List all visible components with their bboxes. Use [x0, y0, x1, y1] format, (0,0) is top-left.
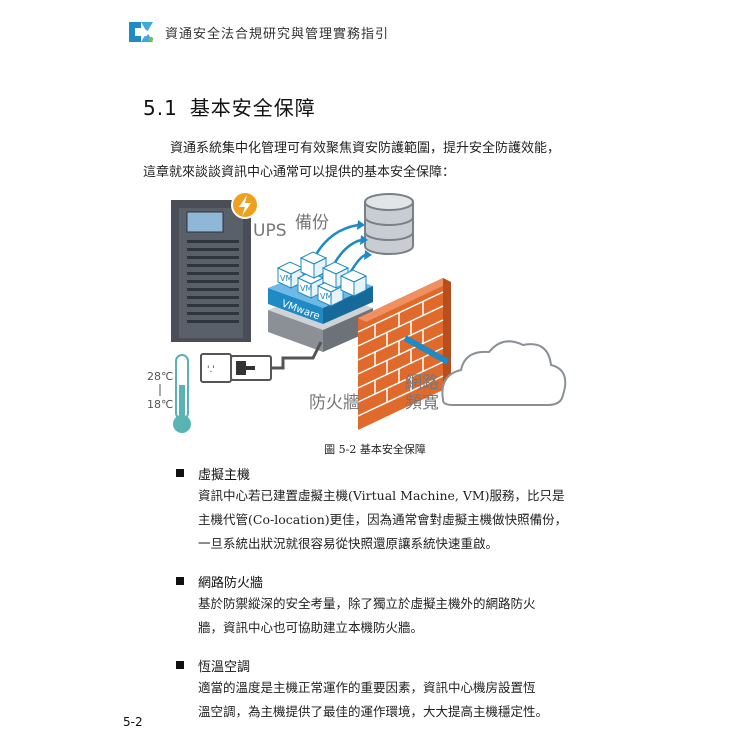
bullet-heading: 網路防火牆 [176, 570, 576, 592]
bullet-line: 資訊中心若已建置虛擬主機(Virtual Machine, VM)服務，比只是 [198, 488, 565, 503]
running-header: 資通安全法合規研究與管理實務指引 [126, 19, 389, 45]
outlet-slots: '.' [207, 365, 215, 375]
bullet-item: 恆溫空調 適當的溫度是主機正常運作的重要因素，資訊中心機房設置恆 溫空調，為主機… [176, 654, 576, 724]
bullet-title: 恆溫空調 [198, 659, 251, 675]
figure-illustration: UPS 備份 [147, 191, 567, 433]
bullet-line: 適當的溫度是主機正常運作的重要因素，資訊中心機房設置恆 [198, 680, 536, 695]
vm-label: VM [280, 274, 292, 283]
square-bullet-icon [176, 661, 184, 669]
lightning-icon [231, 191, 259, 219]
vm-cubes: VM VM VM [276, 251, 368, 307]
figure-caption: 圖 5-2 基本安全保障 [324, 443, 426, 456]
header-title: 資通安全法合規研究與管理實務指引 [165, 26, 390, 42]
bullet-body: 資訊中心若已建置虛擬主機(Virtual Machine, VM)服務，比只是 … [198, 484, 576, 556]
vm-cube-icon [339, 269, 368, 297]
database-icon [364, 193, 414, 255]
bullet-line: 牆，資訊中心也可協助建立本機防火牆。 [198, 620, 424, 635]
section-heading: 5.1 基本安全保障 [143, 92, 316, 121]
temp-high-label: 28℃ [147, 370, 173, 383]
bullet-line: 一旦系統出狀況就很容易從快照還原讓系統快速重啟。 [198, 536, 499, 551]
bullet-title: 虛擬主機 [198, 467, 251, 483]
bullet-title: 網路防火牆 [198, 575, 264, 591]
temp-low-label: 18℃ [147, 398, 173, 411]
bullet-heading: 恆溫空調 [176, 654, 576, 676]
bullet-heading: 虛擬主機 [176, 462, 576, 484]
page-number: 5-2 [123, 715, 143, 729]
backup-label: 備份 [295, 213, 329, 233]
bullet-item: 虛擬主機 資訊中心若已建置虛擬主機(Virtual Machine, VM)服務… [176, 462, 576, 556]
square-bullet-icon [176, 469, 184, 477]
ups-icon [171, 200, 251, 342]
bullet-list: 虛擬主機 資訊中心若已建置虛擬主機(Virtual Machine, VM)服務… [176, 462, 576, 738]
ups-label: UPS [253, 221, 287, 241]
section-title: 基本安全保障 [189, 96, 316, 120]
power-cable-line [271, 341, 323, 370]
bullet-line: 主機代管(Co-location)更佳，因為通常會對虛擬主機做快照備份， [198, 512, 568, 527]
thermometer-icon [173, 354, 191, 433]
figure-basic-security: UPS 備份 [143, 190, 583, 440]
network-label-line2: 頻寬 [405, 393, 439, 413]
vm-label: VM [320, 292, 332, 301]
vm-label: VM [300, 284, 312, 293]
bandwidth-line [403, 335, 450, 365]
bullet-item: 網路防火牆 基於防禦縱深的安全考量，除了獨立於虛擬主機外的網路防火 牆，資訊中心… [176, 570, 576, 640]
power-outlet-icon: '.' [200, 353, 272, 383]
intro-paragraph: 資通系統集中化管理可有效聚焦資安防護範圍，提升安全防護效能， 這章就來談談資訊中… [143, 137, 583, 185]
publisher-logo-icon [129, 22, 154, 42]
cloud-icon [441, 340, 567, 406]
vm-cube-icon [299, 251, 328, 279]
intro-line: 這章就來談談資訊中心通常可以提供的基本安全保障： [143, 165, 456, 180]
firewall-label: 防火牆 [309, 393, 360, 413]
firewall-wall-icon [357, 278, 451, 430]
square-bullet-icon [176, 577, 184, 585]
bullet-line: 溫空調，為主機提供了最佳的運作環境，大大提高主機穩定性。 [198, 704, 549, 719]
network-label-line1: 網路 [405, 373, 439, 393]
intro-line: 資通系統集中化管理可有效聚焦資安防護範圍，提升安全防護效能， [170, 141, 561, 156]
section-number: 5.1 [143, 96, 178, 120]
bullet-line: 基於防禦縱深的安全考量，除了獨立於虛擬主機外的網路防火 [198, 596, 536, 611]
bullet-body: 適當的溫度是主機正常運作的重要因素，資訊中心機房設置恆 溫空調，為主機提供了最佳… [198, 676, 576, 724]
bullet-body: 基於防禦縱深的安全考量，除了獨立於虛擬主機外的網路防火 牆，資訊中心也可協助建立… [198, 592, 576, 640]
